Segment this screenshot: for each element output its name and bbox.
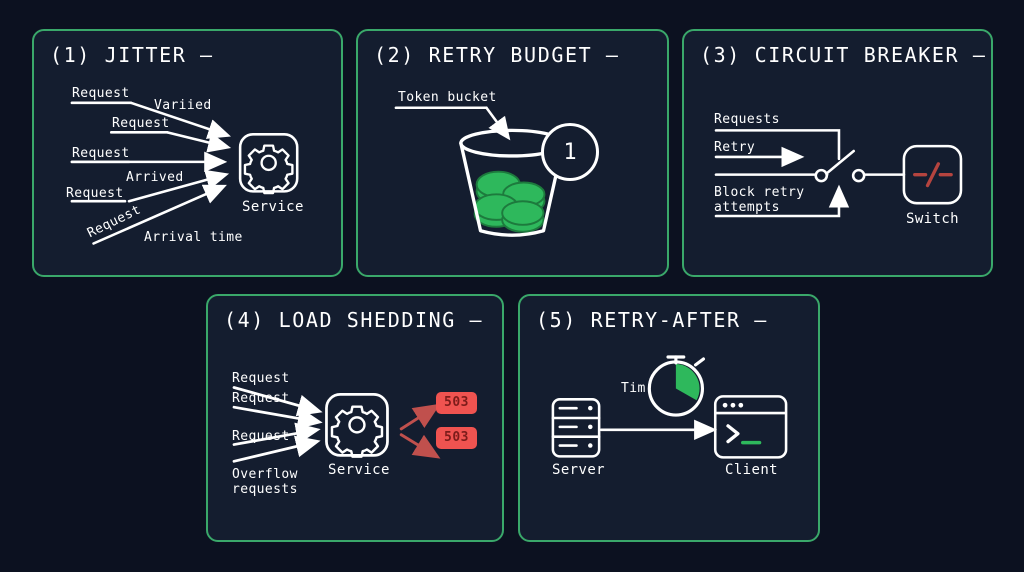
load-shedding-label-overflow-line1: Overflow: [232, 467, 298, 482]
panel-circuit-breaker-title: (3) CIRCUIT BREAKER —: [700, 43, 987, 67]
panel-retry-after: (5) RETRY-AFTER —: [518, 294, 820, 542]
retry-after-label-server: Server: [552, 462, 605, 478]
panel-load-shedding: (4) LOAD SHEDDING — Request Request Requ…: [206, 294, 504, 542]
load-shedding-arrows-graphic: [232, 386, 441, 463]
panel-jitter: (1) JITTER — Request: [32, 29, 343, 277]
retry-budget-label-token-bucket: Token bucket: [398, 90, 497, 105]
token-count-badge: 1: [541, 123, 599, 181]
panel-jitter-title: (1) JITTER —: [50, 43, 214, 67]
gear-icon: [238, 133, 299, 195]
panel-retry-after-title: (5) RETRY-AFTER —: [536, 308, 768, 332]
jitter-arrows-graphic: [70, 101, 232, 245]
panel-circuit-breaker: (3) CIRCUIT BREAKER — Requests Retry Blo…: [682, 29, 993, 277]
retry-after-label-client: Client: [725, 462, 778, 478]
load-shedding-label-request-3: Request: [232, 429, 290, 444]
status-badge-503-top: 503: [436, 392, 477, 414]
retry-after-graphic: [551, 355, 788, 459]
jitter-label-request-3: Request: [72, 146, 130, 161]
circuit-breaker-label-block-retry-line1: Block retry: [714, 185, 805, 200]
load-shedding-label-overflow-line2: requests: [232, 482, 298, 497]
panel-retry-budget: (2) RETRY BUDGET — Token bucket: [356, 29, 669, 277]
token-bucket-pointer-graphic: [394, 106, 511, 141]
jitter-label-request-2: Request: [112, 116, 170, 131]
load-shedding-service-caption: Service: [328, 462, 390, 478]
jitter-label-arrived: Arrived: [126, 170, 184, 185]
load-shedding-label-request-2: Request: [232, 391, 290, 406]
bucket-with-coins-icon: [459, 128, 565, 237]
retry-after-label-timer: Tim: [621, 381, 646, 396]
jitter-label-request-1: Request: [72, 86, 130, 101]
load-shedding-label-request-1: Request: [232, 371, 290, 386]
circuit-breaker-graphic: [714, 129, 963, 218]
status-badge-503-bottom: 503: [436, 427, 477, 449]
jitter-label-request-4: Request: [66, 186, 124, 201]
token-count-value: 1: [563, 139, 577, 165]
circuit-breaker-switch-caption: Switch: [906, 211, 959, 227]
jitter-label-arrival-time: Arrival time: [144, 230, 243, 245]
jitter-service-caption: Service: [242, 199, 304, 215]
jitter-label-variied: Variied: [154, 98, 212, 113]
circuit-breaker-label-requests: Requests: [714, 112, 780, 127]
circuit-breaker-label-retry: Retry: [714, 140, 756, 155]
circuit-breaker-label-block-retry-line2: attempts: [714, 200, 780, 215]
panel-retry-budget-title: (2) RETRY BUDGET —: [374, 43, 620, 67]
panel-load-shedding-title: (4) LOAD SHEDDING —: [224, 308, 484, 332]
